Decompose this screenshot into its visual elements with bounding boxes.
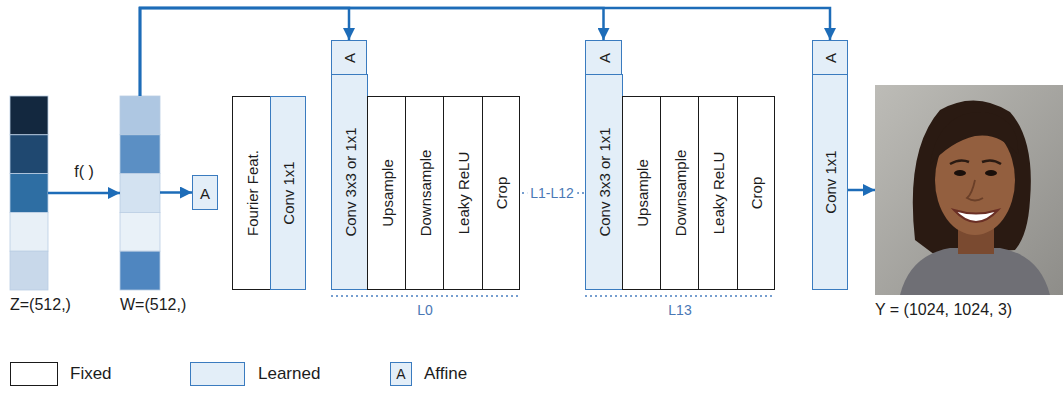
fixed-layer: Upsample (367, 96, 406, 290)
nose (967, 180, 983, 201)
fixed-layer: Downsample (660, 96, 699, 290)
legend-text: Affine (424, 362, 467, 386)
hair-fringe (930, 112, 1018, 165)
legend-text: Fixed (70, 362, 112, 386)
layer-label: A (200, 184, 210, 201)
learned-layer: Conv 1x1 (270, 96, 306, 290)
layer-label: A (341, 52, 358, 62)
layer-group-label: L1-L12 (527, 185, 577, 201)
vector-cell (10, 174, 48, 213)
layer-group-label: L13 (668, 302, 691, 318)
face-illustration (875, 85, 1063, 295)
legend-swatch (10, 362, 58, 386)
z-vector-cells (10, 96, 48, 290)
fixed-layer: Leaky ReLU (443, 96, 483, 290)
legend-text: Learned (258, 362, 320, 386)
fixed-layer: Crop (737, 96, 775, 290)
layer-label: Crop (748, 177, 765, 210)
vector-cell (120, 212, 160, 251)
layer-label: Conv 3x3 or 1x1 (341, 127, 358, 236)
layer-group-label: L0 (417, 302, 433, 318)
layer-label: Conv 1x1 (822, 150, 839, 213)
layer-label: Crop (493, 177, 510, 210)
connector-arrow (48, 192, 120, 195)
shape-label: Y = (1024, 1024, 3) (875, 301, 1012, 319)
hair (913, 100, 1031, 255)
layer-label: Downsample (416, 150, 433, 237)
group-underline (585, 295, 775, 297)
eyebrow (950, 160, 969, 164)
affine-letter: A (396, 366, 405, 382)
learned-layer: Conv 3x3 or 1x1 (331, 74, 368, 290)
affine-box: A (812, 40, 848, 75)
group-underline (331, 295, 520, 297)
vector-cell (120, 174, 160, 213)
latent-vector: W=(512,) (120, 96, 160, 290)
eye (985, 170, 997, 176)
layer-label: Fourier Feat. (243, 150, 260, 236)
shirt (900, 248, 1050, 295)
vector-cell (10, 251, 48, 290)
vector-cell (120, 96, 160, 135)
layer-label: Leaky ReLU (455, 152, 472, 235)
fixed-layer: Downsample (405, 96, 444, 290)
shape-label: W=(512,) (120, 296, 186, 314)
layer-label: Conv 1x1 (280, 161, 297, 224)
vector-cell (10, 96, 48, 135)
connector-arrow (140, 8, 604, 96)
layer-label: Upsample (378, 159, 395, 227)
fixed-layer: Upsample (622, 96, 661, 290)
vector-cell (120, 135, 160, 174)
vector-cell (10, 135, 48, 174)
learned-layer: Conv 3x3 or 1x1 (585, 74, 623, 290)
smile (954, 210, 998, 222)
connector-arrow (140, 8, 349, 96)
layer-label: A (822, 52, 839, 62)
output-image: Y = (1024, 1024, 3) (875, 85, 1063, 295)
layer-label: A (595, 52, 612, 62)
layer-label: Leaky ReLU (710, 152, 727, 235)
layer-label: Upsample (633, 159, 650, 227)
affine-box: A (192, 175, 218, 210)
photo-background (875, 85, 1063, 295)
vector-cell (120, 251, 160, 290)
eye (954, 170, 966, 176)
layer-label: Downsample (671, 150, 688, 237)
w-vector-cells (120, 96, 160, 290)
connector-arrow (160, 191, 192, 194)
vector-cell (10, 212, 48, 251)
latent-vector: Z=(512,) (10, 96, 48, 290)
edge-label: f( ) (72, 163, 96, 181)
fixed-layer: Crop (482, 96, 520, 290)
affine-swatch: A (390, 362, 412, 386)
legend-swatch (190, 362, 245, 386)
layer-label: Conv 3x3 or 1x1 (596, 127, 613, 236)
learned-layer: Conv 1x1 (812, 74, 848, 290)
connector-arrow (140, 8, 830, 96)
connector-arrow (848, 189, 875, 192)
fixed-layer: Fourier Feat. (232, 96, 271, 290)
shape-label: Z=(512,) (10, 296, 71, 314)
affine-box: A (585, 40, 622, 75)
affine-box: A (331, 40, 367, 75)
eyebrow (982, 160, 1001, 164)
fixed-layer: Leaky ReLU (698, 96, 738, 290)
